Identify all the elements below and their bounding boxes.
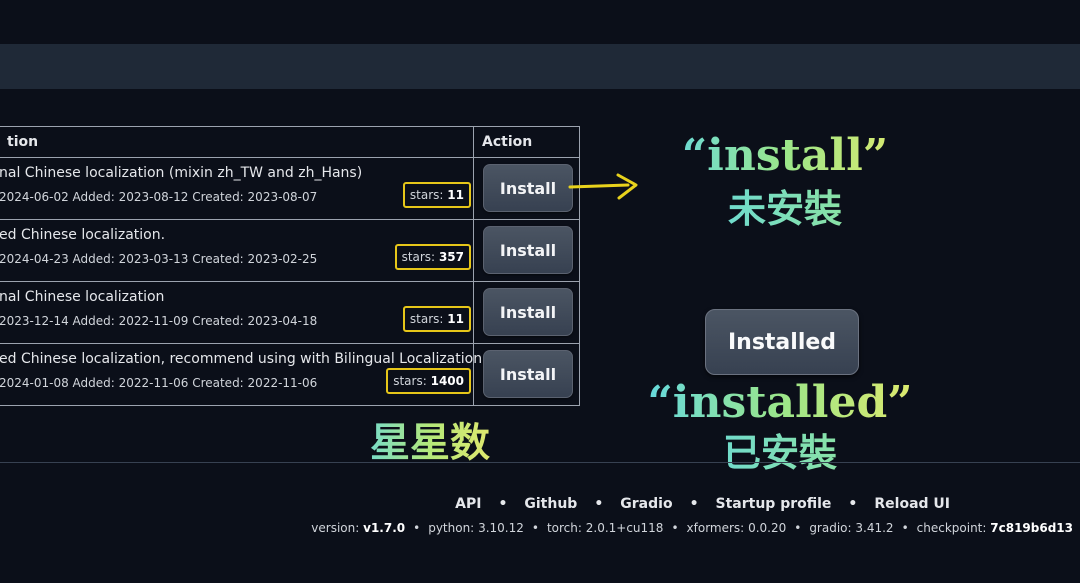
- gradio-value: 3.41.2: [855, 521, 894, 535]
- stars-count: stars: 357: [394, 244, 471, 270]
- checkpoint-label: checkpoint:: [916, 521, 987, 535]
- footer-link-api[interactable]: API: [455, 496, 482, 512]
- table-header-row: tion Action: [0, 126, 580, 158]
- column-header-description: tion: [0, 126, 474, 158]
- footer-link-startup-profile[interactable]: Startup profile: [715, 496, 832, 512]
- extension-description: ed Chinese localization.: [0, 227, 166, 243]
- installed-button[interactable]: Installed: [705, 309, 859, 375]
- top-bar: [0, 44, 1080, 89]
- footer-separator: •: [848, 496, 858, 512]
- annotation-install-en: “install”: [650, 128, 920, 184]
- footer-separator: •: [671, 521, 679, 535]
- torch-label: torch:: [546, 521, 582, 535]
- footer-separator: •: [901, 521, 909, 535]
- description-cell: nal Chinese localization (mixin zh_TW an…: [0, 157, 474, 220]
- checkpoint-value[interactable]: 7c819b6d13: [990, 521, 1073, 535]
- install-button[interactable]: Install: [483, 164, 573, 212]
- extension-description: ed Chinese localization, recommend using…: [0, 351, 487, 367]
- description-cell: nal Chinese localization 2023-12-14 Adde…: [0, 281, 474, 344]
- extension-dates: 2023-12-14 Added: 2022-11-09 Created: 20…: [0, 314, 318, 328]
- footer-separator: •: [498, 496, 508, 512]
- extension-description: nal Chinese localization: [0, 289, 165, 305]
- action-cell: Install: [473, 343, 580, 406]
- annotation-install-zh: 未安裝: [650, 186, 920, 232]
- gradio-label: gradio:: [809, 521, 852, 535]
- extension-dates: 2024-06-02 Added: 2023-08-12 Created: 20…: [0, 190, 318, 204]
- python-label: python:: [428, 521, 475, 535]
- annotation-installed-zh: 已安裝: [630, 430, 930, 476]
- footer-links: API • Github • Gradio • Startup profile • Reload…: [455, 496, 950, 512]
- footer-link-gradio[interactable]: Gradio: [620, 496, 673, 512]
- footer-separator: •: [413, 521, 421, 535]
- xformers-value: 0.0.20: [748, 521, 787, 535]
- version-label: version:: [311, 521, 360, 535]
- column-header-action: Action: [473, 126, 580, 158]
- install-button[interactable]: Install: [483, 226, 573, 274]
- action-cell: Install: [473, 219, 580, 282]
- torch-value: 2.0.1+cu118: [585, 521, 664, 535]
- install-button[interactable]: Install: [483, 350, 573, 398]
- stars-count: stars: 11: [402, 182, 471, 208]
- description-cell: ed Chinese localization, recommend using…: [0, 343, 487, 406]
- install-button[interactable]: Install: [483, 288, 573, 336]
- annotation-installed-en: “installed”: [630, 375, 930, 431]
- table-row: ed Chinese localization, recommend using…: [0, 343, 580, 406]
- footer-separator: •: [794, 521, 802, 535]
- table-row: nal Chinese localization (mixin zh_TW an…: [0, 157, 580, 220]
- footer-separator: •: [689, 496, 699, 512]
- extension-description: nal Chinese localization (mixin zh_TW an…: [0, 165, 363, 181]
- action-cell: Install: [473, 281, 580, 344]
- footer-link-github[interactable]: Github: [524, 496, 578, 512]
- footer-divider: [0, 462, 1080, 463]
- python-value: 3.10.12: [478, 521, 524, 535]
- table-row: nal Chinese localization 2023-12-14 Adde…: [0, 281, 580, 344]
- description-cell: ed Chinese localization. 2024-04-23 Adde…: [0, 219, 474, 282]
- footer-link-reload-ui[interactable]: Reload UI: [874, 496, 950, 512]
- arrow-right-icon: [568, 173, 638, 200]
- xformers-label: xformers:: [686, 521, 745, 535]
- table-row: ed Chinese localization. 2024-04-23 Adde…: [0, 219, 580, 282]
- extension-dates: 2024-04-23 Added: 2023-03-13 Created: 20…: [0, 252, 318, 266]
- version-value: v1.7.0: [363, 521, 406, 535]
- footer-versions: version: v1.7.0 • python: 3.10.12 • torch: 2…: [311, 521, 1073, 535]
- annotation-stars-zh: 星星数: [345, 418, 515, 468]
- extension-dates: 2024-01-08 Added: 2022-11-06 Created: 20…: [0, 376, 318, 390]
- action-cell: Install: [473, 157, 580, 220]
- extensions-table: tion Action nal Chinese localization (mi…: [0, 126, 580, 406]
- stars-count: stars: 11: [402, 306, 471, 332]
- footer-separator: •: [594, 496, 604, 512]
- stars-count: stars: 1400: [386, 368, 471, 394]
- footer-separator: •: [531, 521, 539, 535]
